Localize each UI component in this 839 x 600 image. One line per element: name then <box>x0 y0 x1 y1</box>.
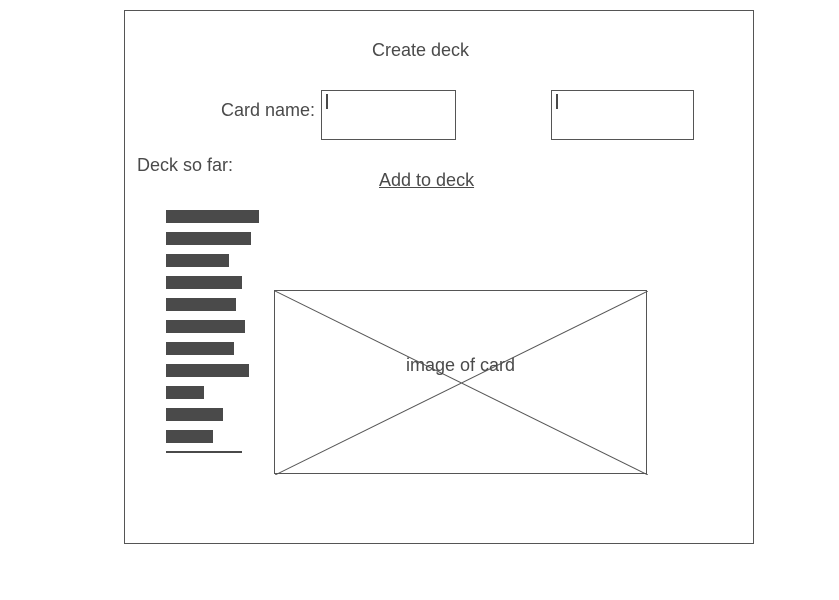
deck-list-item[interactable] <box>166 342 234 355</box>
deck-list-item[interactable] <box>166 386 204 399</box>
deck-list-item[interactable] <box>166 254 229 267</box>
deck-list-item[interactable] <box>166 320 245 333</box>
second-input[interactable] <box>551 90 694 140</box>
deck-list-item[interactable] <box>166 298 236 311</box>
card-image-label: image of card <box>405 355 516 375</box>
card-image-placeholder: image of card <box>274 290 648 475</box>
deck-list-item[interactable] <box>166 408 223 421</box>
deck-list <box>166 210 266 453</box>
deck-list-item[interactable] <box>166 232 251 245</box>
deck-list-item[interactable] <box>166 210 259 223</box>
deck-so-far-label: Deck so far: <box>137 155 234 175</box>
deck-list-item[interactable] <box>166 276 242 289</box>
deck-list-underline <box>166 451 242 453</box>
image-placeholder-icon <box>275 291 648 475</box>
deck-list-item[interactable] <box>166 430 213 443</box>
add-to-deck-link[interactable]: Add to deck <box>379 170 475 190</box>
card-name-label: Card name: <box>221 100 316 120</box>
page-title: Create deck <box>372 40 470 60</box>
text-cursor-icon <box>556 94 558 109</box>
window-frame <box>124 10 754 544</box>
text-cursor-icon <box>326 94 328 109</box>
card-name-input[interactable] <box>321 90 456 140</box>
deck-list-item[interactable] <box>166 364 249 377</box>
